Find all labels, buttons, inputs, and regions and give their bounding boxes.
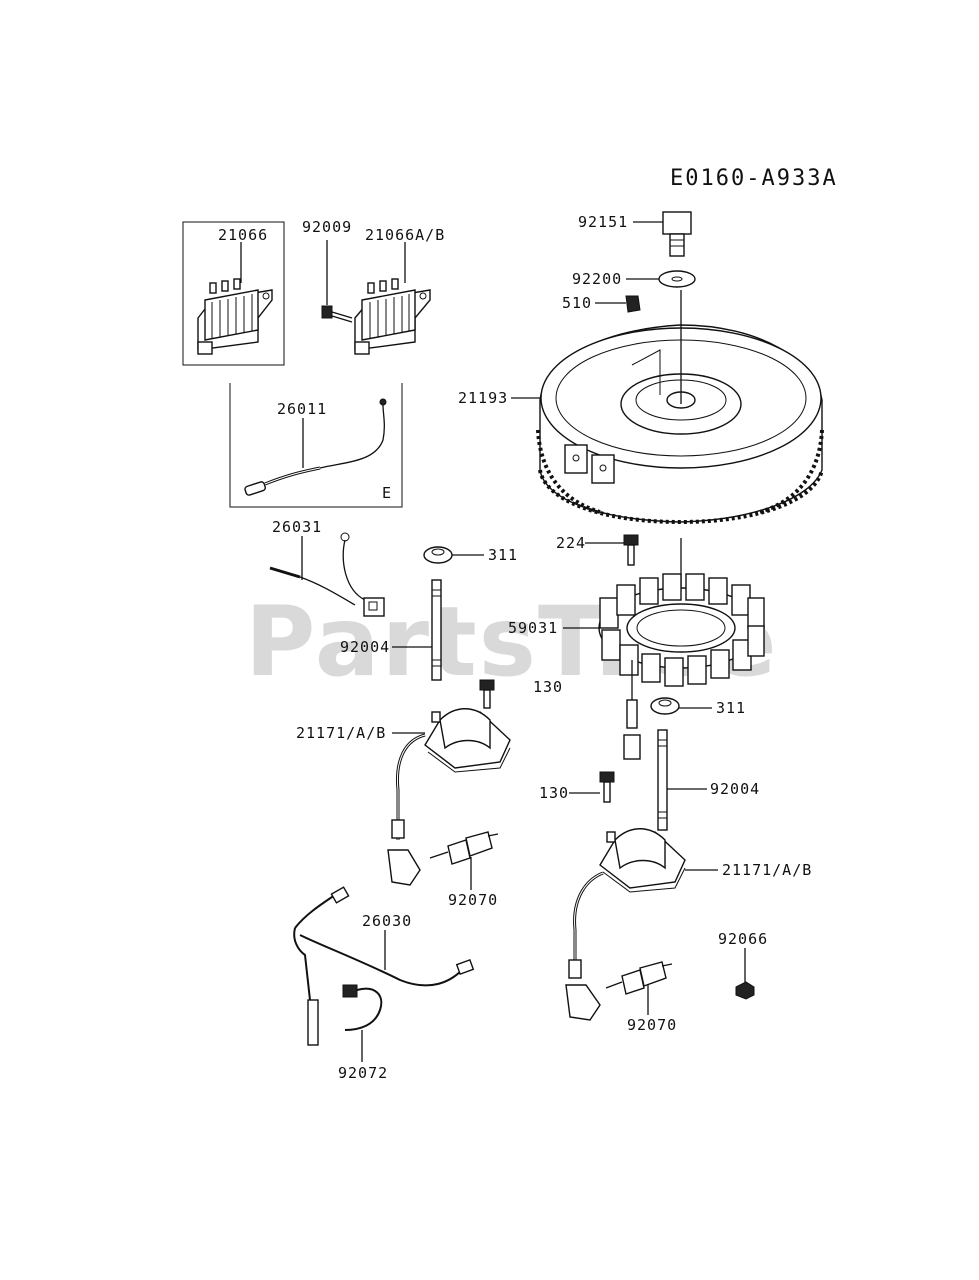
spark-plug-92070-left[interactable] xyxy=(429,831,499,865)
label-92200: 92200 xyxy=(572,270,622,288)
inset-e-letter: E xyxy=(382,484,392,502)
label-92070-right: 92070 xyxy=(627,1016,677,1034)
bolt-left-coil[interactable] xyxy=(479,679,495,709)
label-21193: 21193 xyxy=(458,389,508,407)
nut-92066[interactable] xyxy=(735,981,755,1000)
stator-59031[interactable] xyxy=(598,573,765,760)
harness-26031[interactable] xyxy=(269,532,385,617)
label-92151: 92151 xyxy=(578,213,628,231)
label-92070-left: 92070 xyxy=(448,891,498,909)
label-26031: 26031 xyxy=(272,518,322,536)
spark-plug-92070-right[interactable] xyxy=(605,961,673,995)
label-21066ab: 21066A/B xyxy=(365,226,445,244)
label-21171-left: 21171/A/B xyxy=(296,724,386,742)
label-510: 510 xyxy=(562,294,592,312)
label-59031: 59031 xyxy=(508,619,558,637)
regulator-21066ab[interactable] xyxy=(354,278,431,355)
flywheel-21193[interactable] xyxy=(536,324,824,525)
label-92066: 92066 xyxy=(718,930,768,948)
screw-92009[interactable] xyxy=(321,305,353,323)
label-26030: 26030 xyxy=(362,912,412,930)
harness-26011[interactable] xyxy=(244,398,387,496)
label-311-left: 311 xyxy=(488,546,518,564)
bolt-92151[interactable] xyxy=(662,211,692,257)
key-510[interactable] xyxy=(625,295,641,313)
label-130-top: 130 xyxy=(533,678,563,696)
stud-92004-right[interactable] xyxy=(657,729,668,831)
label-224: 224 xyxy=(556,534,586,552)
label-92004-left: 92004 xyxy=(340,638,390,656)
ignition-coil-21171-right[interactable] xyxy=(565,828,686,1021)
nut-311-right[interactable] xyxy=(650,697,680,715)
label-92009: 92009 xyxy=(302,218,352,236)
harness-26030[interactable] xyxy=(293,886,475,1046)
diagram-code: E0160-A933A xyxy=(670,166,838,191)
label-92004-right: 92004 xyxy=(710,780,760,798)
label-92072: 92072 xyxy=(338,1064,388,1082)
ignition-coil-21171-left[interactable] xyxy=(387,708,511,886)
regulator-21066[interactable] xyxy=(197,278,273,355)
stud-92004-left[interactable] xyxy=(431,579,442,681)
bolt-130[interactable] xyxy=(599,771,615,803)
nut-311-left[interactable] xyxy=(423,546,453,564)
label-311-right: 311 xyxy=(716,699,746,717)
washer-92200[interactable] xyxy=(658,270,696,288)
label-26011: 26011 xyxy=(277,400,327,418)
label-21066: 21066 xyxy=(218,226,268,244)
label-21171-right: 21171/A/B xyxy=(722,861,812,879)
label-130-mid: 130 xyxy=(539,784,569,802)
regulator-inset-box xyxy=(182,221,403,508)
screw-224[interactable] xyxy=(623,534,639,566)
